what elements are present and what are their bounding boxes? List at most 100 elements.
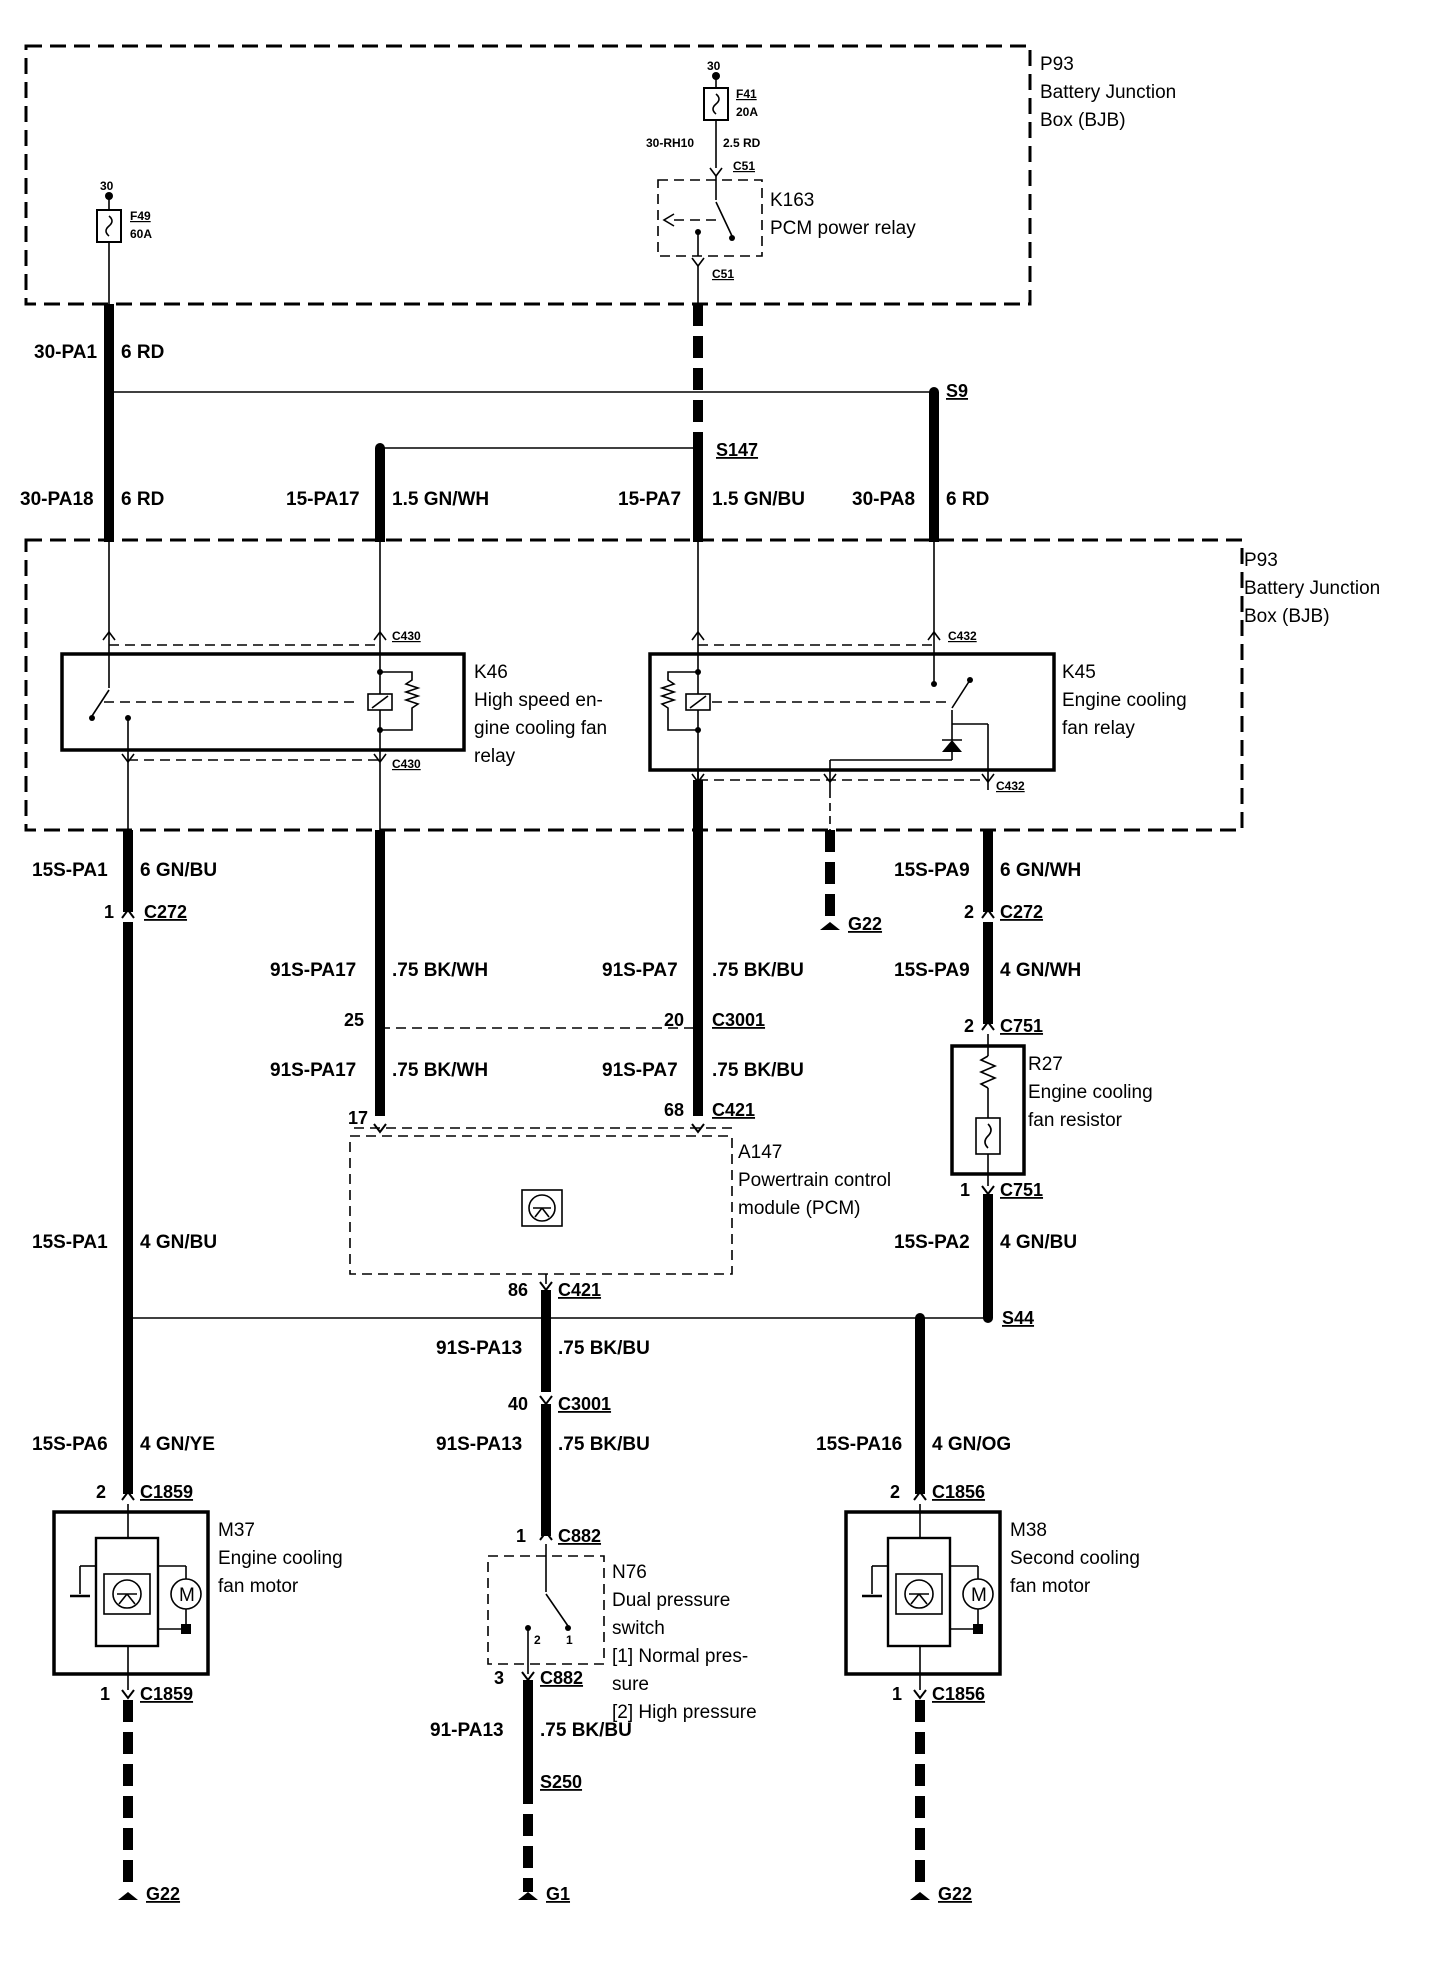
wire-15s-pa9-mid-code: 15S-PA9 xyxy=(894,960,970,981)
wire-30-rh10-code: 30-RH10 xyxy=(646,136,694,150)
conn-c3001-b: C3001 xyxy=(558,1394,611,1414)
conn-c751-bot: C751 xyxy=(1000,1180,1043,1200)
wire-91s-pa17-a-spec: .75 BK/WH xyxy=(392,960,488,981)
wire-15s-pa1-mid-code: 15S-PA1 xyxy=(32,1232,108,1253)
m38-motor-symbol: M xyxy=(971,1585,987,1606)
wire-91-pa13-code: 91-PA13 xyxy=(430,1720,504,1741)
wire-30-rh10-spec: 2.5 RD xyxy=(723,136,761,150)
junction-box-mid-line2: Box (BJB) xyxy=(1244,606,1330,627)
k46-line3: relay xyxy=(474,746,516,767)
k163-id: K163 xyxy=(770,190,814,211)
wire-15s-pa16-spec: 4 GN/OG xyxy=(932,1434,1011,1455)
m38-line1: Second cooling xyxy=(1010,1548,1140,1569)
conn-c751-top: C751 xyxy=(1000,1016,1043,1036)
wire-91s-pa17-b-spec: .75 BK/WH xyxy=(392,1060,488,1081)
wire-91s-pa13-b-code: 91S-PA13 xyxy=(436,1434,522,1455)
ground-g22-left: G22 xyxy=(146,1884,180,1904)
m37-motor-symbol: M xyxy=(179,1585,195,1606)
wire-91s-pa13-a-spec: .75 BK/BU xyxy=(558,1338,650,1359)
k46-conn-top: C430 xyxy=(392,629,421,643)
motor-m37: M M37 Engine cooling fan motor xyxy=(52,1504,343,1690)
conn-c1856-bot: C1856 xyxy=(932,1684,985,1704)
wire-15s-pa2-code: 15S-PA2 xyxy=(894,1232,970,1253)
conn-c882-top-pin: 1 xyxy=(516,1526,526,1546)
m37-line2: fan motor xyxy=(218,1576,299,1597)
a147-line1: Powertrain control xyxy=(738,1170,891,1191)
wire-91s-pa17-b-code: 91S-PA17 xyxy=(270,1060,356,1081)
n76-line5: [2] High pressure xyxy=(612,1702,757,1723)
wire-91s-pa13-b-spec: .75 BK/BU xyxy=(558,1434,650,1455)
switch-n76: 2 1 N76 Dual pressure switch [1] Normal … xyxy=(487,1544,757,1723)
wire-15s-pa6-code: 15S-PA6 xyxy=(32,1434,108,1455)
conn-c1856-top: C1856 xyxy=(932,1482,985,1502)
k45-id: K45 xyxy=(1062,662,1096,683)
conn-c882-top: C882 xyxy=(558,1526,601,1546)
k45-conn-bottom: C432 xyxy=(996,779,1025,793)
conn-c882-bot-pin: 3 xyxy=(494,1668,504,1688)
fuse-f49-name: F49 xyxy=(130,209,151,223)
conn-c751-bot-pin: 1 xyxy=(960,1180,970,1200)
conn-c272-l: C272 xyxy=(144,902,187,922)
wire-15s-pa2-spec: 4 GN/BU xyxy=(1000,1232,1077,1253)
ground-g22-right: G22 xyxy=(938,1884,972,1904)
n76-id: N76 xyxy=(612,1562,647,1583)
k163-name: PCM power relay xyxy=(770,218,916,239)
conn-c421-b-pin: 86 xyxy=(508,1280,528,1300)
n76-line1: Dual pressure xyxy=(612,1590,730,1611)
wire-30-pa18-spec: 6 RD xyxy=(121,489,164,510)
junction-box-top-line1: Battery Junction xyxy=(1040,82,1176,103)
junction-box-top-line2: Box (BJB) xyxy=(1040,110,1126,131)
conn-c1859-bot: C1859 xyxy=(140,1684,193,1704)
wire-30-pa8-code: 30-PA8 xyxy=(852,489,915,510)
k45-line1: Engine cooling xyxy=(1062,690,1187,711)
r27-id: R27 xyxy=(1028,1054,1063,1075)
wire-15s-pa9-top-spec: 6 GN/WH xyxy=(1000,860,1081,881)
relay-k46: C430 C430 K46 High speed en- gine coolin… xyxy=(60,629,607,771)
wire-15s-pa6-spec: 4 GN/YE xyxy=(140,1434,215,1455)
k45-line2: fan relay xyxy=(1062,718,1135,739)
m38-line2: fan motor xyxy=(1010,1576,1091,1597)
conn-c272-r-pin: 2 xyxy=(964,902,974,922)
k163-conn-top: C51 xyxy=(733,159,755,173)
a147-id: A147 xyxy=(738,1142,782,1163)
ground-g22-mid: G22 xyxy=(848,914,882,934)
conn-c3001-a-pin-left: 25 xyxy=(344,1010,364,1030)
fuse-f49-rating: 60A xyxy=(130,227,152,241)
conn-c421-b: C421 xyxy=(558,1280,601,1300)
k46-line1: High speed en- xyxy=(474,690,603,711)
motor-m38: M M38 Second cooling fan motor xyxy=(844,1504,1140,1690)
m38-id: M38 xyxy=(1010,1520,1047,1541)
splice-s250: S250 xyxy=(540,1772,582,1792)
junction-box-mid: P93 Battery Junction Box (BJB) xyxy=(24,538,1380,832)
conn-c272-l-pin: 1 xyxy=(104,902,114,922)
wire-30-pa1-code: 30-PA1 xyxy=(34,342,97,363)
wire-15-pa17-code: 15-PA17 xyxy=(286,489,360,510)
k46-id: K46 xyxy=(474,662,508,683)
m37-id: M37 xyxy=(218,1520,255,1541)
junction-box-mid-line1: Battery Junction xyxy=(1244,578,1380,599)
k45-conn-top: C432 xyxy=(948,629,977,643)
fuse-f49-supply: 30 xyxy=(100,179,114,193)
resistor-r27: R27 Engine cooling fan resistor xyxy=(950,1034,1153,1186)
ground-g1: G1 xyxy=(546,1884,570,1904)
k46-conn-bottom: C430 xyxy=(392,757,421,771)
wire-15s-pa1-top-spec: 6 GN/BU xyxy=(140,860,217,881)
conn-c1859-bot-pin: 1 xyxy=(100,1684,110,1704)
n76-contact2: 2 xyxy=(534,1633,541,1647)
wire-91s-pa7-a-code: 91S-PA7 xyxy=(602,960,678,981)
conn-c3001-b-pin: 40 xyxy=(508,1394,528,1414)
relay-k163: C51 C51 K163 PCM power relay xyxy=(657,159,916,281)
conn-c1859-top-pin: 2 xyxy=(96,1482,106,1502)
conn-c751-top-pin: 2 xyxy=(964,1016,974,1036)
conn-c1856-top-pin: 2 xyxy=(890,1482,900,1502)
r27-line1: Engine cooling xyxy=(1028,1082,1153,1103)
wire-15s-pa9-mid-spec: 4 GN/WH xyxy=(1000,960,1081,981)
junction-box-top-id: P93 xyxy=(1040,54,1074,75)
wire-15s-pa1-mid-spec: 4 GN/BU xyxy=(140,1232,217,1253)
wire-91s-pa7-b-spec: .75 BK/BU xyxy=(712,1060,804,1081)
relay-k45: C432 C432 K45 Engine cooling fan relay xyxy=(648,629,1187,793)
wire-15s-pa9-top-code: 15S-PA9 xyxy=(894,860,970,881)
conn-c882-bot: C882 xyxy=(540,1668,583,1688)
wire-15-pa7-code: 15-PA7 xyxy=(618,489,681,510)
